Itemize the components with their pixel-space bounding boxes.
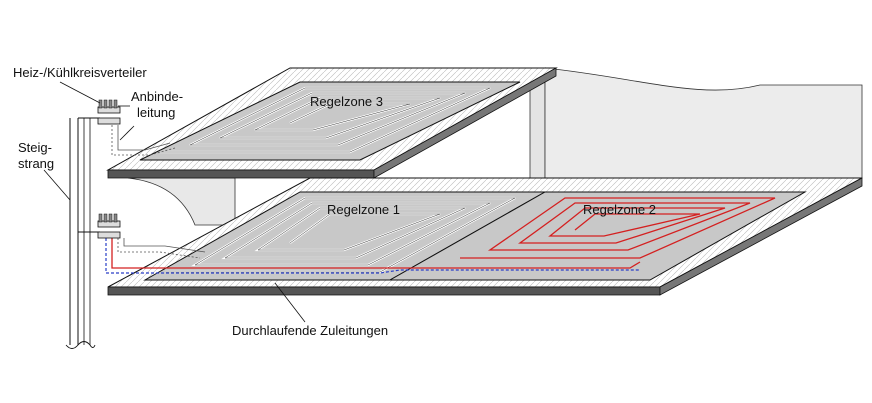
- upper-manifold: [97, 99, 121, 125]
- distributor-label: Heiz-/Kühlkreisverteiler: [13, 65, 147, 80]
- zone-1-label: Regelzone 1: [327, 202, 400, 217]
- lower-manifold: [97, 213, 121, 239]
- zone-3-heating-area: [139, 81, 521, 161]
- zone-2-pipe-loop: [460, 197, 776, 259]
- connection-line-label-2: leitung: [137, 105, 175, 120]
- zone-3-label: Regelzone 3: [310, 94, 383, 109]
- zone-2-heating-area: [388, 191, 807, 281]
- riser-pipe: [65, 117, 100, 349]
- leader-lines: [43, 81, 306, 323]
- upper-connection-lines: [111, 125, 176, 156]
- connection-line-label-1: Anbinde-: [131, 89, 183, 104]
- continuous-supply-lines: [105, 238, 641, 274]
- back-structure: [127, 67, 863, 226]
- supply-lines-label: Durchlaufende Zuleitungen: [232, 323, 388, 338]
- riser-label-2: strang: [18, 156, 54, 171]
- riser-label-1: Steig-: [18, 140, 52, 155]
- zone-2-label: Regelzone 2: [583, 202, 656, 217]
- zone-1-heating-area: [143, 191, 547, 281]
